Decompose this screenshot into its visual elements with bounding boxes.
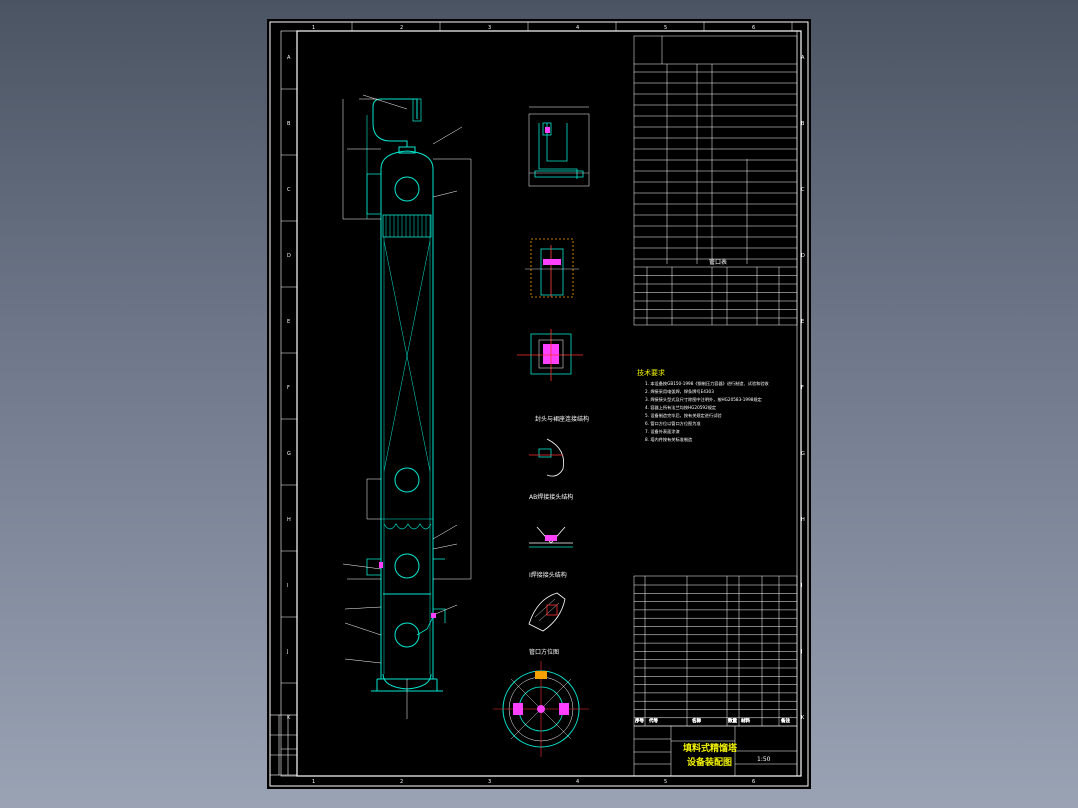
zone-letter-right: D [801, 253, 805, 259]
zone-letter-right: H [801, 517, 805, 523]
parts-header-cell: 代号 [649, 717, 658, 724]
zone-number-bottom: 3 [488, 779, 491, 785]
tech-req-line: 7. 设备外表面涂漆 [645, 428, 680, 435]
drawing-title-1: 填料式精馏塔 [683, 742, 738, 754]
tech-req-line: 6. 管口方位以管口方位图为准 [645, 420, 701, 427]
engineering-drawing: 1 1 2 2 3 3 4 4 5 5 6 6 A A B B C C D D E E F F G G H H I I J J K K [269, 21, 809, 787]
zone-letter-right: I [801, 583, 802, 589]
detail-nozzle-flange [517, 329, 583, 381]
dimension-lines [342, 98, 472, 580]
tech-req-line: 4. 容器上所有法兰均按HG20592规定 [645, 404, 716, 411]
zone-number-bottom: 2 [400, 779, 403, 785]
column-vessel [366, 98, 446, 692]
zone-letter-right: A [801, 55, 805, 61]
detail-label-weld-i: Ⅰ焊接接头结构 [529, 571, 567, 579]
technical-tables: 序号代号 名称 数量材料 备注 [633, 35, 798, 777]
scale-label: 1:50 [757, 756, 771, 763]
parts-header-cell: 数量 [728, 717, 737, 724]
tech-req-line: 2. 焊接采用电弧焊，焊条牌号E4303 [645, 388, 714, 395]
nozzle-view-label: 管口方位图 [529, 648, 559, 656]
zone-number: 3 [488, 25, 491, 31]
zone-letter: C [287, 187, 291, 193]
zone-letter: E [287, 319, 290, 325]
tech-req-title: 技术要求 [637, 368, 665, 377]
zone-letter: F [287, 385, 290, 391]
tech-req-line: 8. 塔内件按有关标准制造 [645, 436, 693, 443]
zone-letter-right: J [800, 649, 802, 655]
zone-letter: I [287, 583, 288, 589]
zone-letter-right: G [801, 451, 805, 457]
detail-bracket-top [528, 106, 590, 187]
zone-letter-right: E [801, 319, 804, 325]
zone-numbers-top: 1 1 2 2 3 3 4 4 5 5 6 6 [312, 22, 793, 785]
parts-header-cell: 备注 [781, 717, 790, 724]
detail-weld-ab [529, 526, 573, 548]
revision-block [269, 714, 298, 776]
parts-header-cell: 名称 [692, 717, 701, 724]
detail-weld-i [528, 592, 566, 632]
zone-number-bottom: 1 [312, 779, 315, 785]
zone-letter: G [287, 451, 291, 457]
zone-letter: J [286, 649, 288, 655]
zone-number-bottom: 5 [664, 779, 667, 785]
detail-weld-1 [529, 438, 565, 477]
zone-number-bottom: 6 [752, 779, 755, 785]
nozzle-table-title: 管口表 [709, 258, 727, 266]
zone-border [280, 30, 798, 777]
zone-letter-right: F [801, 385, 804, 391]
parts-header-cell: 材料 [741, 717, 750, 724]
zone-letters-side: A A B B C C D D E E F F G G H H I I J J K K [281, 55, 805, 750]
inner-border [296, 30, 802, 777]
zone-letter-right: C [801, 187, 805, 193]
zone-letter-right: K [801, 715, 805, 721]
zone-number: 4 [576, 25, 579, 31]
detail-lifting-lug [525, 238, 579, 298]
outer-border [269, 21, 809, 787]
drawing-title-2: 设备装配图 [687, 756, 732, 768]
zone-letter: K [287, 715, 291, 721]
zone-number-bottom: 4 [576, 779, 579, 785]
zone-number: 6 [752, 25, 755, 31]
zone-number: 1 [312, 25, 315, 31]
zone-letter-right: B [801, 121, 805, 127]
zone-letter: H [287, 517, 291, 523]
detail-label-weld-ab: AB焊接接头结构 [529, 493, 573, 501]
zone-letter: B [287, 121, 291, 127]
nozzle-orientation-view [493, 661, 589, 757]
parts-header-cell: 序号 [635, 717, 644, 724]
tech-req-line: 5. 设备制造完毕后，按有关规定进行试验 [645, 412, 722, 419]
drawing-sheet: 1 1 2 2 3 3 4 4 5 5 6 6 A A B B C C D D E E F F G G H H I I J J K K [267, 19, 811, 789]
leader-lines [342, 94, 463, 719]
column-accents [379, 562, 436, 618]
tech-req-line: 1. 本设备按GB150-1998《钢制压力容器》进行制造、试验和验收 [645, 380, 770, 387]
tech-req-line: 3. 焊接接头型式及尺寸除图中注明外，按HG20583-1998规定 [645, 396, 762, 403]
zone-letter: A [287, 55, 291, 61]
detail-label-head-skirt: 封头与裙座连接结构 [535, 415, 589, 423]
zone-letter: D [287, 253, 291, 259]
zone-number: 5 [664, 25, 667, 31]
zone-number: 2 [400, 25, 403, 31]
